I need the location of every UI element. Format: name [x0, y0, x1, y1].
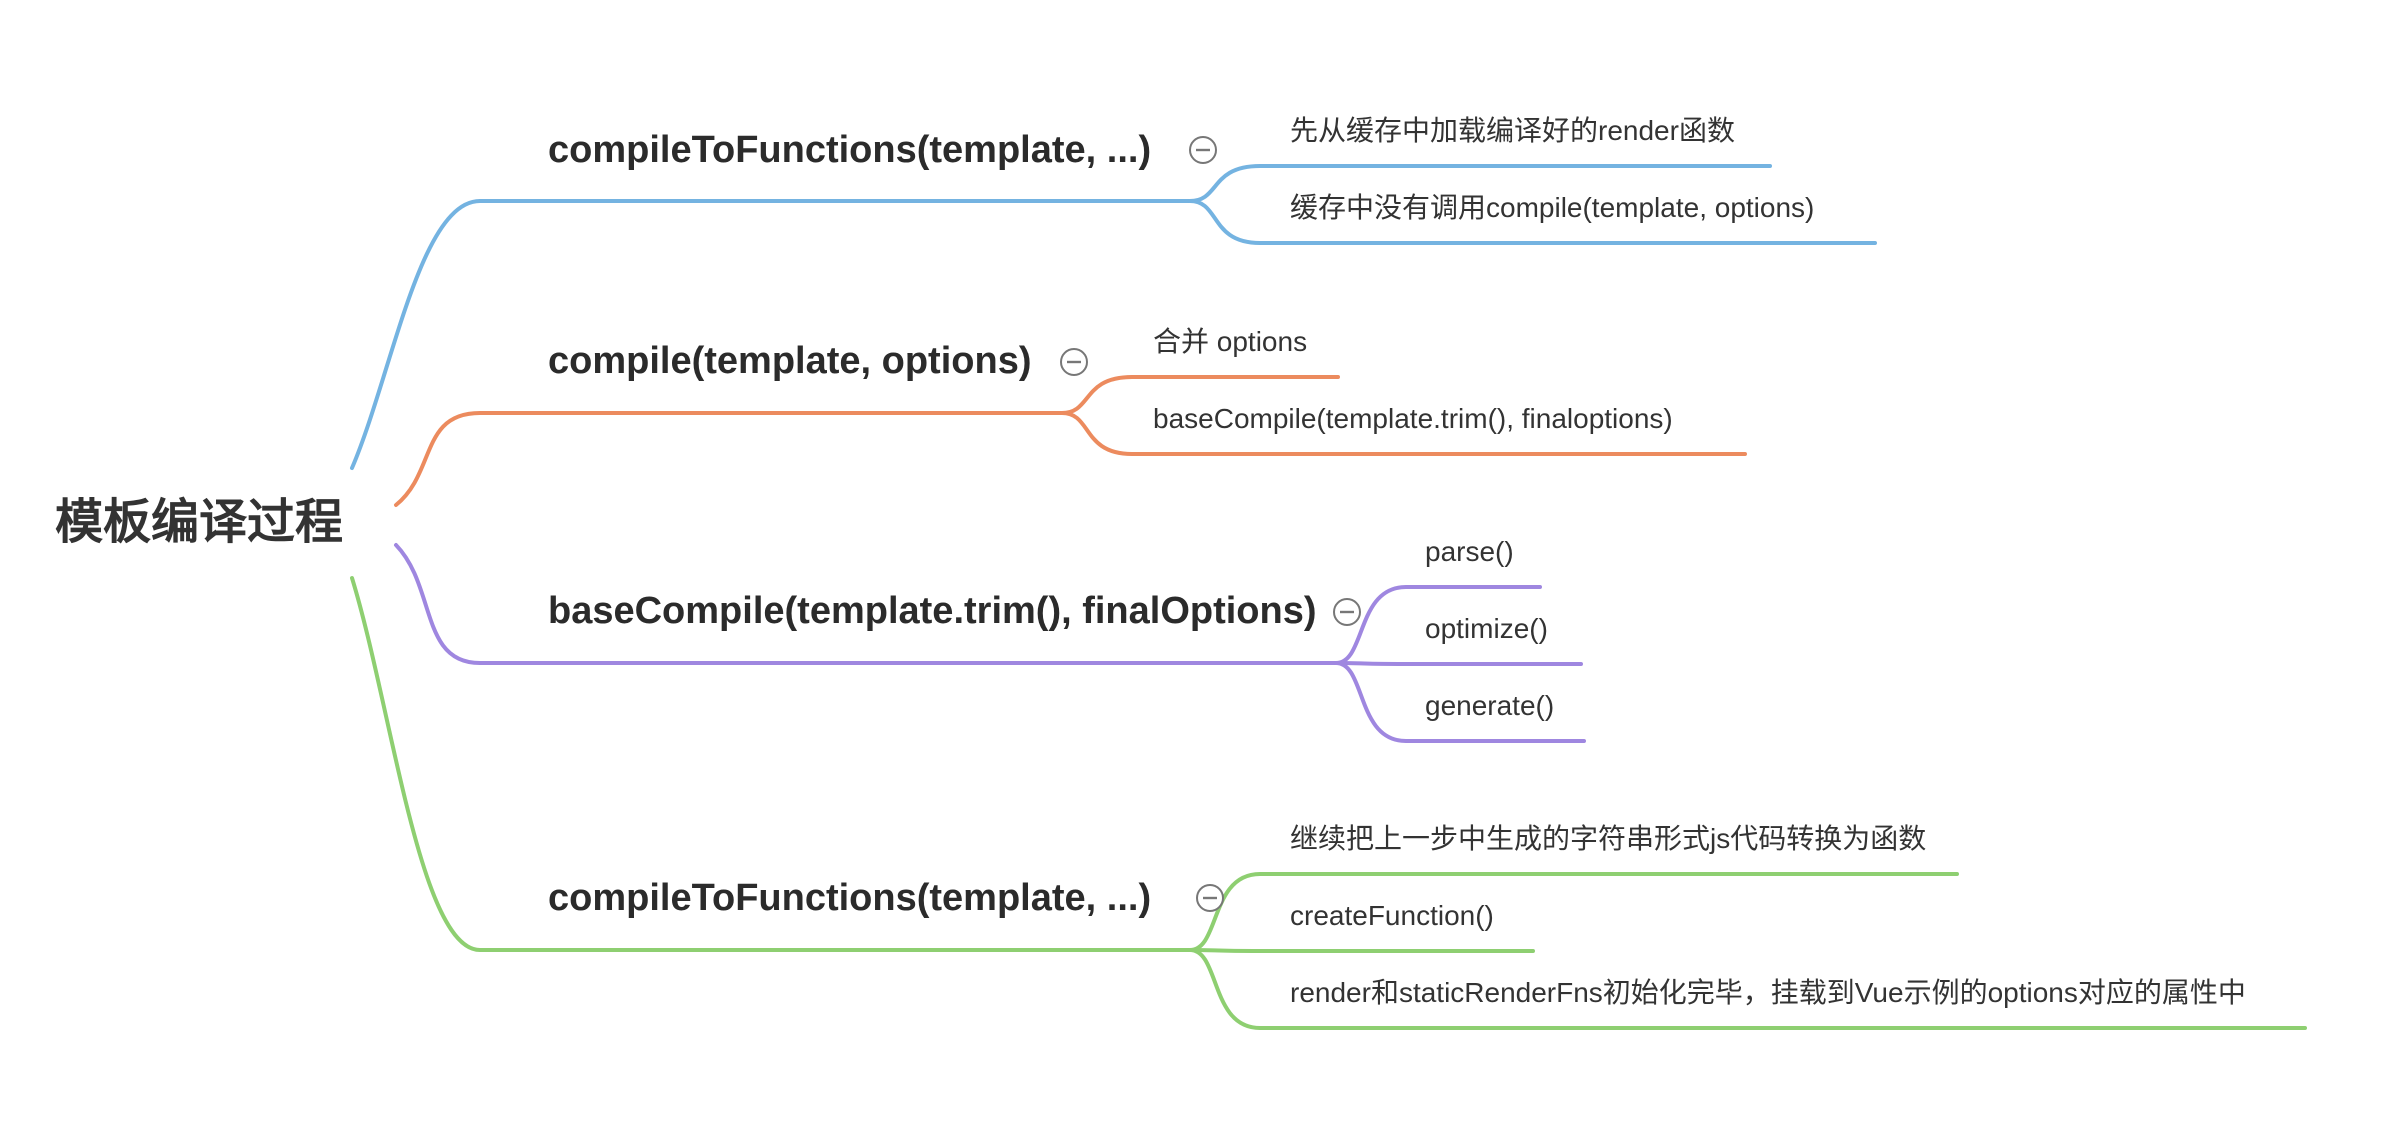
branch-topic[interactable]: compile(template, options): [548, 340, 1031, 382]
leaf-topic[interactable]: render和staticRenderFns初始化完毕，挂载到Vue示例的opt…: [1290, 977, 2246, 1008]
root-topic[interactable]: 模板编译过程: [55, 496, 343, 549]
leaf-topic[interactable]: 缓存中没有调用compile(template, options): [1290, 192, 1814, 223]
collapse-minus-icon[interactable]: [1189, 136, 1217, 164]
collapse-minus-icon[interactable]: [1333, 598, 1361, 626]
branch-topic[interactable]: baseCompile(template.trim(), finalOption…: [548, 590, 1317, 632]
leaf-topic[interactable]: 继续把上一步中生成的字符串形式js代码转换为函数: [1290, 823, 1926, 854]
leaf-connector: [1188, 948, 1535, 953]
leaf-connector: [1334, 661, 1586, 743]
leaf-topic[interactable]: optimize(): [1425, 613, 1548, 644]
branch-connector: [394, 411, 1064, 507]
branch-connector: [394, 543, 1338, 665]
mindmap-links: [350, 164, 2307, 1030]
leaf-connector: [1188, 164, 1772, 203]
branch-connector: [350, 199, 1192, 470]
leaf-topic[interactable]: generate(): [1425, 690, 1554, 721]
leaf-topic[interactable]: 合并 options: [1153, 326, 1307, 357]
leaf-connector: [1060, 411, 1747, 456]
leaf-connector: [1188, 199, 1877, 245]
leaf-topic[interactable]: 先从缓存中加载编译好的render函数: [1290, 115, 1735, 146]
leaf-connector: [1334, 661, 1583, 666]
branch-layer: compileToFunctions(template, ...) 先从缓存中加载…: [548, 115, 2246, 1008]
leaf-connector: [1060, 375, 1340, 415]
collapse-minus-icon[interactable]: [1196, 884, 1224, 912]
leaf-topic[interactable]: baseCompile(template.trim(), finaloption…: [1153, 403, 1673, 434]
branch-topic[interactable]: compileToFunctions(template, ...): [548, 129, 1151, 171]
collapse-minus-icon[interactable]: [1060, 348, 1088, 376]
branch-topic[interactable]: compileToFunctions(template, ...): [548, 877, 1151, 919]
leaf-topic[interactable]: parse(): [1425, 536, 1514, 567]
leaf-connector: [1334, 585, 1542, 665]
branch-connector: [350, 576, 1192, 952]
leaf-topic[interactable]: createFunction(): [1290, 900, 1494, 931]
leaf-connector: [1188, 948, 2307, 1030]
